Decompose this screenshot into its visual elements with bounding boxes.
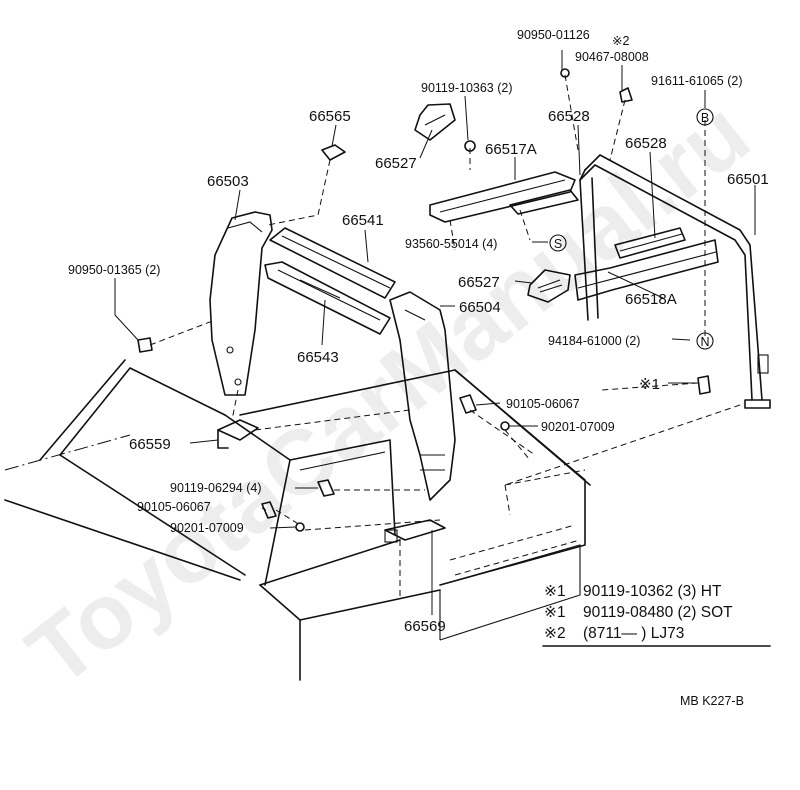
callout-94184-61000: 94184-61000 (2): [548, 334, 640, 348]
marker-s: S: [549, 234, 567, 252]
callout-90105-06067-b: 90105-06067: [137, 500, 211, 514]
assembly-lines: [149, 74, 741, 531]
note-3-text: (8711— ) LJ73: [583, 625, 684, 642]
bracket-66569: [384, 519, 446, 543]
callout-66528-a: 66528: [548, 108, 590, 125]
callout-90201-07009-a: 90201-07009: [541, 420, 615, 434]
svg-text:S: S: [554, 237, 562, 251]
callout-93560-55014: 93560-55014 (4): [405, 237, 497, 251]
callout-66543: 66543: [297, 349, 339, 366]
callout-66501: 66501: [727, 171, 769, 188]
callout-66518a: 66518A: [625, 291, 677, 308]
note-2-text: 90119-08480 (2) SOT: [583, 604, 733, 621]
callout-66559: 66559: [129, 436, 171, 453]
note-1-mark: ※1: [544, 583, 566, 600]
side-panel-left: [209, 211, 273, 396]
callout-66565: 66565: [309, 108, 351, 125]
note-3-mark: ※2: [544, 625, 566, 642]
callout-66527-b: 66527: [458, 274, 500, 291]
vehicle-body: [4, 359, 591, 681]
pad-lower: [527, 269, 571, 303]
callout-66527-a: 66527: [375, 155, 417, 172]
callout-90119-10363: 90119-10363 (2): [421, 81, 513, 95]
callout-66517a: 66517A: [485, 141, 537, 158]
svg-text:B: B: [701, 111, 709, 125]
callout-66528-b: 66528: [625, 135, 667, 152]
callout-90119-06294: 90119-06294 (4): [170, 481, 262, 495]
note-2-mark: ※1: [544, 604, 566, 621]
callout-mark1: ※1: [639, 376, 660, 393]
callout-66504: 66504: [459, 299, 501, 316]
callout-mark2-top: ※2: [612, 34, 629, 48]
svg-text:N: N: [700, 335, 709, 349]
callout-66569: 66569: [404, 618, 446, 635]
leader-lines: [114, 50, 756, 615]
callout-90467-08008: 90467-08008: [575, 50, 649, 64]
callout-66503: 66503: [207, 173, 249, 190]
callout-90950-01365: 90950-01365 (2): [68, 263, 160, 277]
bracket-66559: [217, 419, 259, 449]
diagram-reference: MB K227-B: [680, 694, 744, 708]
callout-91611-61065: 91611-61065 (2): [651, 74, 743, 88]
callout-66541: 66541: [342, 212, 384, 229]
notes-block: ※1 90119-10362 (3) HT ※1 90119-08480 (2)…: [542, 583, 771, 647]
marker-b: B: [696, 108, 714, 126]
pad-upper: [414, 103, 456, 141]
side-panel-right: [389, 291, 456, 501]
cross-member: [264, 227, 396, 335]
rear-roll-bar: [574, 154, 771, 409]
callout-90105-06067-a: 90105-06067: [506, 397, 580, 411]
callout-90201-07009-b: 90201-07009: [170, 521, 244, 535]
callout-90950-01126: 90950-01126: [517, 28, 590, 42]
note-1-text: 90119-10362 (3) HT: [583, 583, 722, 600]
marker-n: N: [696, 332, 714, 350]
center-bar: [429, 171, 579, 223]
part-callouts: 90950-01126 ※2 90467-08008 90119-10363 (…: [68, 28, 769, 635]
